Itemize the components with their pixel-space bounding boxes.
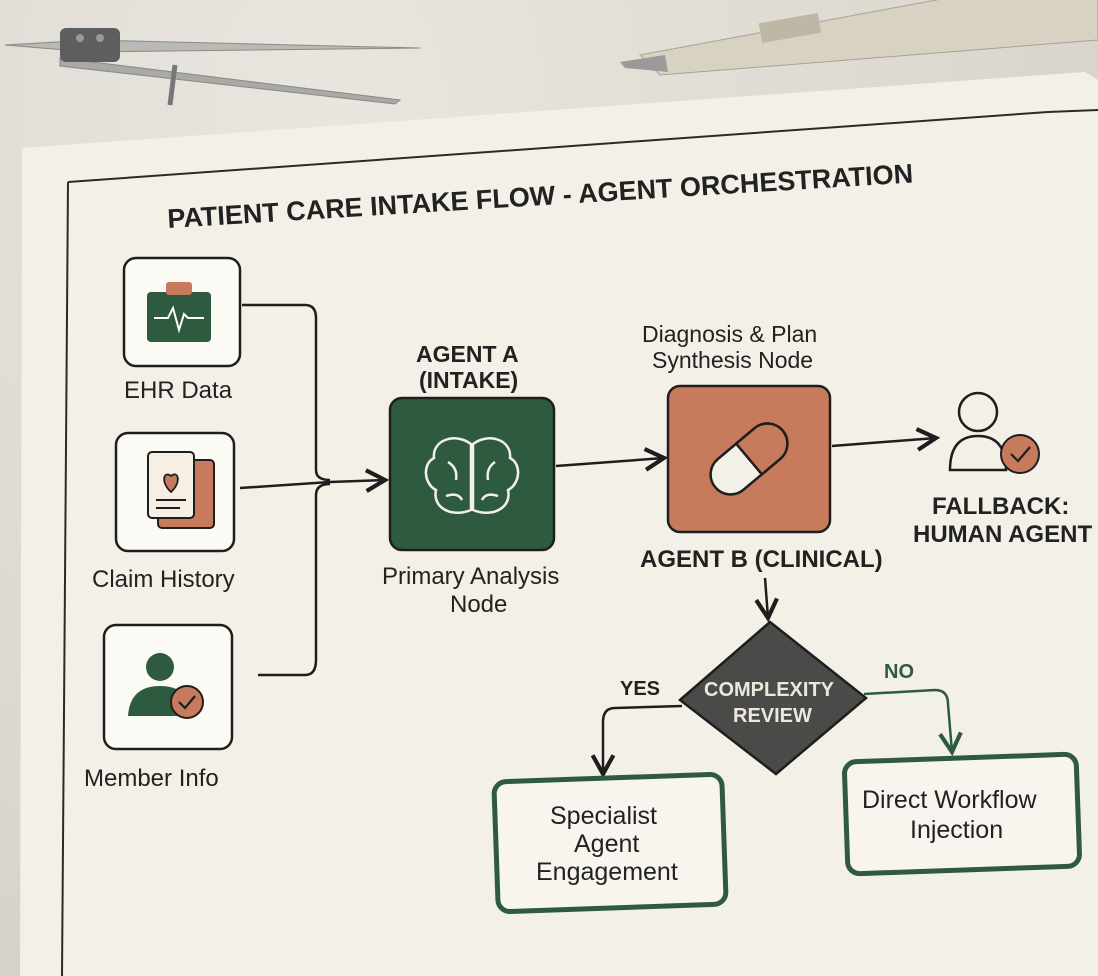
connector-b-to-decision bbox=[765, 577, 768, 618]
input-label-ehr: EHR Data bbox=[124, 377, 233, 404]
input-ehr-data: EHR Data bbox=[122, 256, 242, 404]
user-check-icon bbox=[128, 653, 204, 719]
input-connectors bbox=[239, 303, 385, 677]
specialist-line2: Agent bbox=[574, 830, 639, 858]
direct-workflow-injection: Direct Workflow Injection bbox=[842, 751, 1082, 877]
fallback-line2: HUMAN AGENT bbox=[913, 521, 1092, 548]
input-label-member: Member Info bbox=[84, 765, 219, 792]
direct-line2: Injection bbox=[910, 816, 1003, 844]
documents-heart-icon bbox=[147, 451, 215, 529]
specialist-line1: Specialist bbox=[550, 802, 657, 830]
pen bbox=[620, 0, 1098, 76]
paper-sheet bbox=[20, 72, 1098, 976]
agent-a-title-line2: (INTAKE) bbox=[419, 367, 518, 393]
decision-line1: COMPLEXITY bbox=[704, 679, 835, 701]
agent-a-caption-line1: Primary Analysis bbox=[382, 563, 559, 590]
brain-icon bbox=[424, 437, 520, 515]
agent-b-node: Diagnosis & Plan Synthesis Node AGENT B … bbox=[640, 321, 883, 573]
user-check-icon bbox=[948, 391, 1040, 474]
agent-a-title-line1: AGENT A bbox=[416, 341, 519, 367]
input-claim-history: Claim History bbox=[92, 431, 236, 593]
complexity-review-decision: COMPLEXITY REVIEW bbox=[678, 620, 868, 776]
connector-no-branch bbox=[863, 688, 952, 752]
drafting-compass bbox=[4, 28, 421, 106]
agent-a-node: AGENT A (INTAKE) Primary Analysis Node bbox=[382, 341, 559, 618]
agent-b-caption-line1: Diagnosis & Plan bbox=[642, 321, 817, 347]
connector-b-to-fallback bbox=[831, 438, 936, 446]
connector-yes-branch bbox=[603, 704, 683, 774]
specialist-agent-engagement: Specialist Agent Engagement bbox=[491, 771, 729, 915]
specialist-line3: Engagement bbox=[536, 858, 678, 886]
input-label-claim: Claim History bbox=[92, 566, 235, 593]
connector-a-to-b bbox=[555, 458, 664, 466]
direct-line1: Direct Workflow bbox=[862, 786, 1038, 814]
decision-line2: REVIEW bbox=[733, 705, 812, 727]
input-member-info: Member Info bbox=[84, 623, 234, 792]
pill-capsule-icon bbox=[709, 422, 789, 496]
agent-a-caption-line2: Node bbox=[450, 591, 507, 618]
agent-b-caption-line2: Synthesis Node bbox=[652, 347, 813, 373]
fallback-line1: FALLBACK: bbox=[932, 493, 1069, 520]
agent-b-title: AGENT B (CLINICAL) bbox=[640, 546, 883, 573]
no-label: NO bbox=[884, 661, 914, 683]
fallback-human-agent: FALLBACK: HUMAN AGENT bbox=[913, 391, 1092, 548]
yes-label: YES bbox=[620, 678, 660, 700]
clipboard-heartbeat-icon bbox=[147, 282, 211, 342]
